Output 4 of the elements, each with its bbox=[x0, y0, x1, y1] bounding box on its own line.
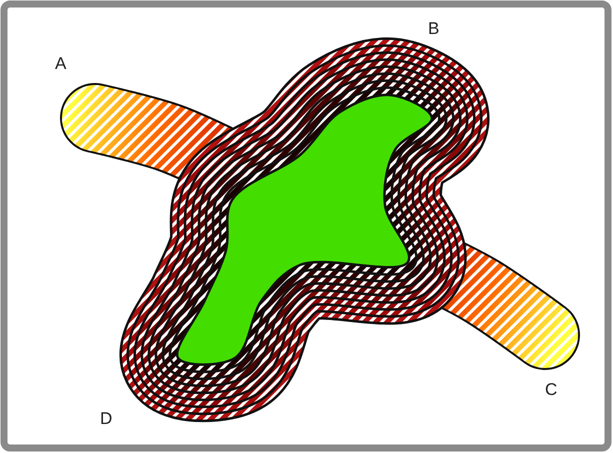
point-label: D bbox=[100, 410, 112, 427]
point-label: C bbox=[545, 381, 558, 398]
point-label: A bbox=[55, 55, 66, 72]
point-label: B bbox=[428, 20, 440, 37]
